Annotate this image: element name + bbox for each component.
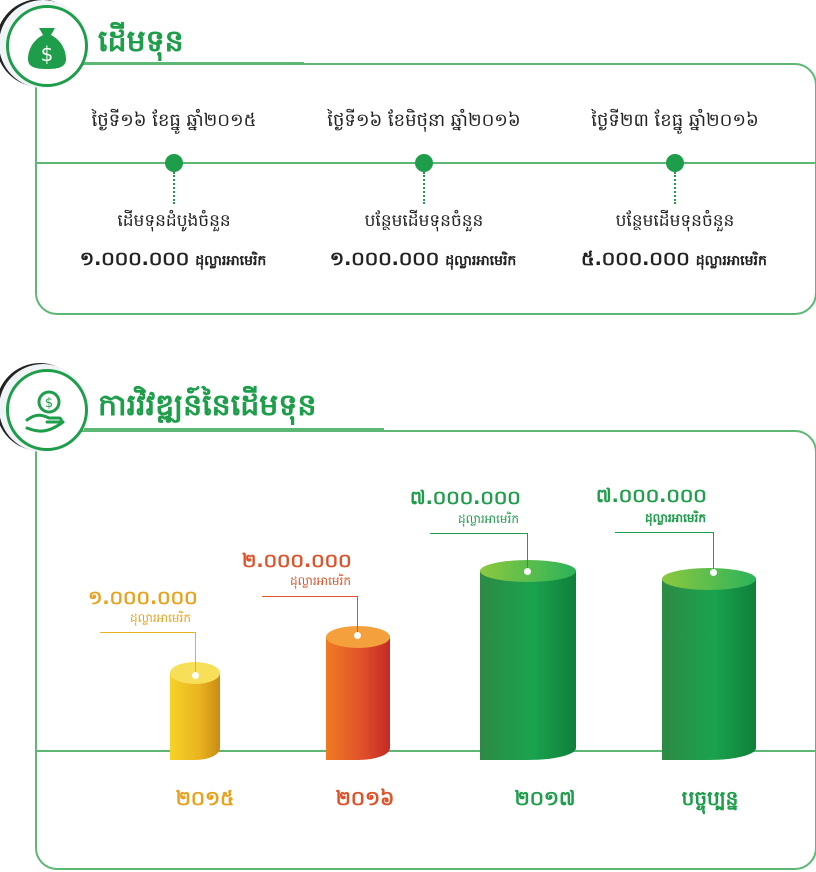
- milestone-date: ថ្ងៃទី១៦ ខែធ្នូ ឆ្នាំ២០១៥: [91, 110, 257, 131]
- bar-pin: [354, 632, 361, 639]
- milestone-amount: ១.០០០.០០០ ដុល្លារអាមេរិក: [288, 247, 558, 275]
- milestone-amount: ១.០០០.០០០ ដុល្លារអាមេរិក: [38, 247, 308, 275]
- bar-value-label: ៧.០០០.០០០: [410, 487, 521, 509]
- timeline-dot: [165, 154, 183, 172]
- milestone-label: បន្ថែមដើមទុនចំនួន: [364, 211, 484, 231]
- amount-unit: ដុល្លារអាមេរិក: [445, 253, 517, 269]
- bar-value-label: ២.០០០.០០០: [242, 550, 352, 572]
- bar-unit-label: ដុល្លារអាមេរិក: [130, 611, 191, 625]
- milestone-label: បន្ថែមដើមទុនចំនួន: [615, 211, 735, 231]
- amount-value: ៥.០០០.០០០: [581, 248, 690, 270]
- leader-line: [430, 533, 527, 534]
- section-title-capital: ដើមទុន: [98, 24, 184, 59]
- leader-line: [615, 532, 713, 533]
- x-axis-label: បច្ចុប្បន្ន: [681, 786, 739, 810]
- svg-text:$: $: [45, 396, 53, 411]
- capital-timeline-panel: [35, 63, 816, 315]
- bar-unit-label: ដុល្លារអាមេរិក: [645, 511, 706, 525]
- bar-value-label: ១.០០០.០០០: [88, 587, 198, 609]
- timeline-connector: [173, 172, 175, 204]
- milestone-date: ថ្ងៃទី២៣ ខែធ្នូ ឆ្នាំ២០១៦: [591, 110, 759, 131]
- bar-2017: [480, 560, 576, 760]
- amount-value: ១.០០០.០០០: [79, 248, 190, 270]
- amount-value: ១.០០០.០០០: [329, 248, 440, 270]
- milestone-label: ដើមទុនដំបូងចំនួន: [117, 211, 231, 231]
- bar-pin: [524, 568, 531, 575]
- bar-pin: [710, 569, 717, 576]
- timeline-connector: [423, 172, 425, 204]
- title-underline: [84, 428, 384, 430]
- money-bag-icon: $: [6, 5, 88, 87]
- svg-text:$: $: [41, 42, 54, 66]
- milestone-date: ថ្ងៃទី១៦ ខែមិថុនា ឆ្នាំ២០១៦: [327, 110, 521, 131]
- timeline-dot: [415, 154, 433, 172]
- title-underline: [84, 62, 304, 64]
- bar-value-label: ៧.០០០.០០០: [596, 485, 707, 507]
- amount-unit: ដុល្លារអាមេរិក: [695, 253, 767, 269]
- chart-baseline: [35, 750, 815, 752]
- x-axis-label: ២០១៦: [335, 786, 395, 810]
- bar-2016: [326, 626, 390, 760]
- milestone-amount: ៥.០០០.០០០ ដុល្លារអាមេរិក: [539, 247, 809, 275]
- amount-unit: ដុល្លារអាមេរិក: [195, 253, 267, 269]
- x-axis-label: ២០១៥: [175, 786, 235, 810]
- timeline-dot: [666, 154, 684, 172]
- leader-line: [527, 533, 528, 571]
- timeline-connector: [674, 172, 676, 204]
- leader-line: [195, 632, 196, 676]
- bar-pin: [192, 672, 199, 679]
- bar-unit-label: ដុល្លារអាមេរិក: [290, 574, 351, 588]
- bar-current: [662, 568, 756, 760]
- leader-line: [713, 532, 714, 572]
- leader-line: [357, 596, 358, 636]
- leader-line: [100, 632, 195, 633]
- hand-coin-icon: $: [6, 369, 88, 451]
- leader-line: [262, 596, 357, 597]
- section-title-capital-growth: ការវិវឌ្ឍន៍នៃដើមទុន: [98, 388, 317, 423]
- bar-unit-label: ដុល្លារអាមេរិក: [458, 512, 519, 526]
- x-axis-label: ២០១៧: [514, 786, 576, 810]
